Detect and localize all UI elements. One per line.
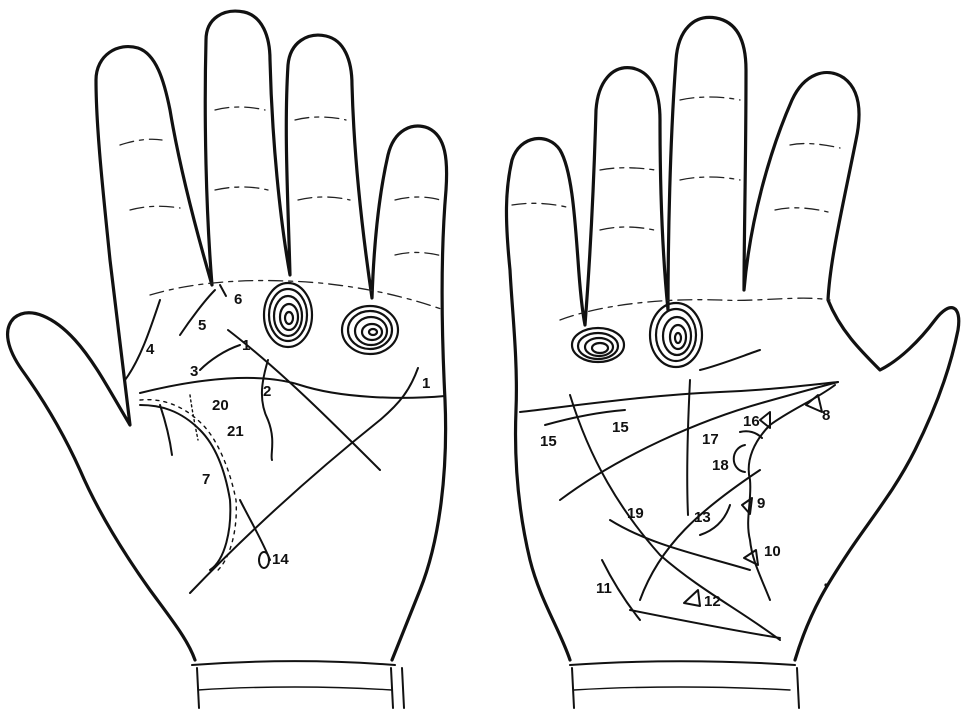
- label-15-left: 15: [540, 433, 557, 450]
- right-heart-line: [520, 382, 838, 412]
- label-17: 17: [702, 431, 719, 448]
- labels-right: 8 9 10 11 12 13 15 15 16 17 18 19: [540, 407, 830, 610]
- left-wrist-edge: [391, 668, 393, 708]
- label-1: 1: [242, 337, 250, 354]
- finger-crease: [775, 208, 828, 212]
- finger-crease: [600, 168, 655, 170]
- right-head-line: [560, 382, 838, 500]
- finger-crease: [395, 252, 442, 256]
- finger-crease: [600, 227, 654, 230]
- finger-crease: [298, 197, 350, 200]
- right-curve-long: [610, 520, 750, 570]
- label-4: 4: [146, 341, 155, 358]
- label-8: 8: [822, 407, 830, 424]
- left-wrist-line: [192, 661, 395, 665]
- left-whorl-1: [264, 283, 312, 347]
- left-wrist-line-lower: [198, 687, 392, 690]
- finger-crease: [215, 187, 268, 190]
- label-1-right-edge: 1: [422, 375, 430, 392]
- right-wrist-edge: [572, 668, 574, 708]
- left-branch-2: [262, 360, 272, 460]
- finger-crease: [790, 144, 840, 148]
- palm-base-crease: [560, 298, 830, 320]
- right-triangle-8: [806, 395, 822, 412]
- right-whorl-1: [572, 328, 624, 362]
- right-vertical-line: [687, 380, 690, 515]
- right-wrist-edge: [797, 668, 799, 708]
- label-19: 19: [627, 505, 644, 522]
- finger-crease: [295, 117, 346, 120]
- label-12: 12: [704, 593, 721, 610]
- label-16: 16: [743, 413, 760, 430]
- left-branch-14: [240, 500, 270, 560]
- left-wrist-edge: [402, 668, 404, 708]
- label-11: 11: [596, 580, 612, 597]
- label-9: 9: [757, 495, 765, 512]
- left-branch-4: [125, 300, 160, 380]
- right-triangle-12: [684, 590, 700, 606]
- right-wrist-line: [570, 661, 795, 665]
- left-heart-line: [140, 378, 445, 398]
- left-chain-links: [140, 400, 236, 572]
- label-7: 7: [202, 471, 210, 488]
- left-island: [259, 552, 269, 568]
- right-upper-branch: [700, 350, 760, 370]
- left-small-line: [160, 405, 172, 455]
- label-3: 3: [190, 363, 198, 380]
- left-chain-line: [140, 405, 230, 570]
- left-branch-3: [200, 345, 240, 370]
- finger-crease: [120, 139, 162, 145]
- left-branch-6: [220, 285, 226, 296]
- label-21: 21: [227, 423, 244, 440]
- right-loop-18: [734, 445, 745, 472]
- label-5: 5: [198, 317, 206, 334]
- label-15-right: 15: [612, 419, 629, 436]
- finger-crease: [512, 203, 570, 208]
- label-20: 20: [212, 397, 229, 414]
- finger-crease: [395, 197, 440, 200]
- right-dot: [824, 583, 827, 586]
- label-10: 10: [764, 543, 781, 560]
- right-triangle-16: [760, 412, 770, 428]
- label-13: 13: [694, 509, 711, 526]
- label-14: 14: [272, 551, 289, 568]
- finger-crease: [215, 107, 265, 110]
- finger-crease: [130, 206, 180, 210]
- label-18: 18: [712, 457, 729, 474]
- finger-crease: [680, 97, 740, 100]
- left-hand: [8, 11, 447, 708]
- left-wrist-edge: [197, 668, 199, 708]
- right-whorl-2: [650, 303, 702, 367]
- label-6: 6: [234, 291, 242, 308]
- finger-crease: [680, 177, 740, 180]
- left-whorl-2: [342, 306, 398, 354]
- right-wrist-line-lower: [574, 687, 790, 690]
- right-hand: [506, 17, 958, 708]
- label-2: 2: [263, 383, 271, 400]
